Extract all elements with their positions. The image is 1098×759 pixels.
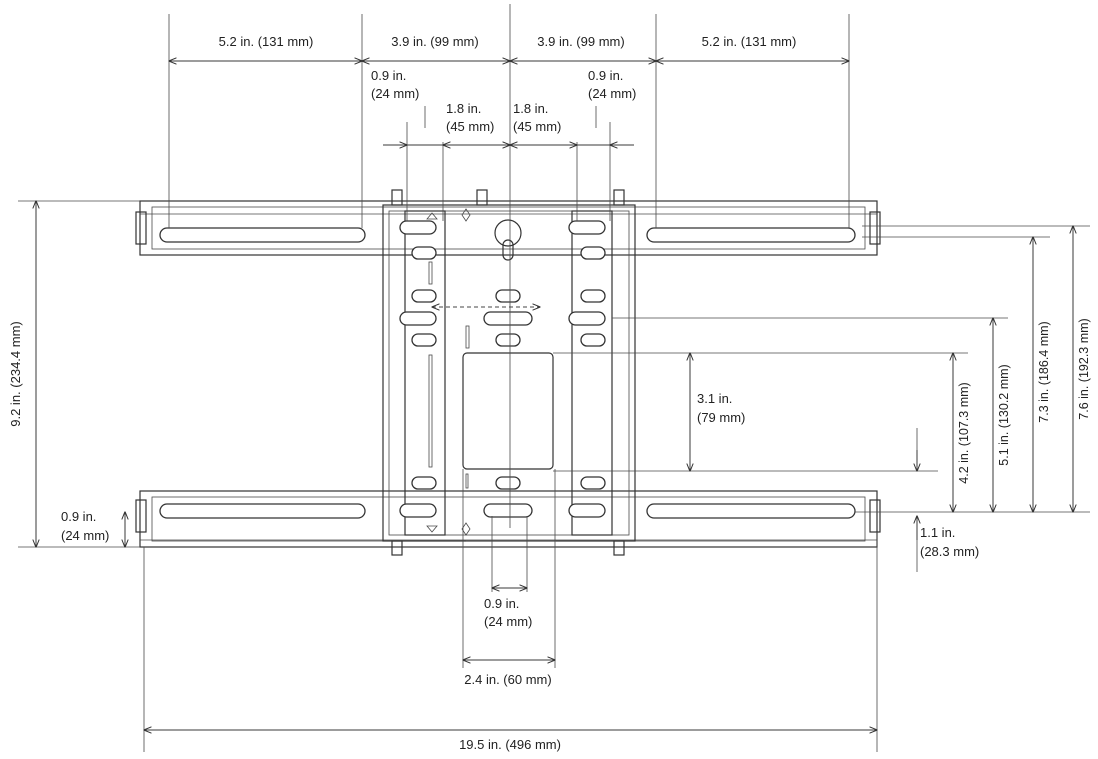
dim-bottom-slot-l1: 0.9 in. — [484, 596, 519, 611]
dimension-labels: 5.2 in. (131 mm) 3.9 in. (99 mm) 3.9 in.… — [8, 34, 1091, 752]
dim-overall-width: 19.5 in. (496 mm) — [459, 737, 561, 752]
dim-bottom-slot-l2: (24 mm) — [484, 614, 532, 629]
dim-window-height-l2: (79 mm) — [697, 410, 745, 425]
dim-right-small-l1: 0.9 in. — [588, 68, 623, 83]
dim-window-width: 2.4 in. (60 mm) — [464, 672, 551, 687]
extension-lines — [18, 4, 1090, 752]
dim-left-small-l2: (24 mm) — [371, 86, 419, 101]
dim-center-right-l2: (45 mm) — [513, 119, 561, 134]
dim-center-right-l1: 1.8 in. — [513, 101, 548, 116]
dim-center-left-l1: 1.8 in. — [446, 101, 481, 116]
dim-7-6: 7.6 in. (192.3 mm) — [1077, 318, 1091, 419]
dim-4-2: 4.2 in. (107.3 mm) — [957, 382, 971, 483]
dim-bottom-right-l1: 1.1 in. — [920, 525, 955, 540]
dim-7-3: 7.3 in. (186.4 mm) — [1037, 321, 1051, 422]
dim-total-height: 9.2 in. (234.4 mm) — [8, 321, 23, 427]
dimension-lines — [36, 61, 1073, 730]
dim-5-1: 5.1 in. (130.2 mm) — [997, 364, 1011, 465]
dim-top-left-inner: 3.9 in. (99 mm) — [391, 34, 478, 49]
dim-bottom-left-l1: 0.9 in. — [61, 509, 96, 524]
dim-center-left-l2: (45 mm) — [446, 119, 494, 134]
dim-right-small-l2: (24 mm) — [588, 86, 636, 101]
dim-top-right-inner: 3.9 in. (99 mm) — [537, 34, 624, 49]
dim-top-left-outer: 5.2 in. (131 mm) — [219, 34, 314, 49]
dim-top-right-outer: 5.2 in. (131 mm) — [702, 34, 797, 49]
mount-part — [135, 189, 881, 556]
dim-window-height-l1: 3.1 in. — [697, 391, 732, 406]
dim-bottom-left-l2: (24 mm) — [61, 528, 109, 543]
dim-left-small-l1: 0.9 in. — [371, 68, 406, 83]
dim-bottom-right-l2: (28.3 mm) — [920, 544, 979, 559]
